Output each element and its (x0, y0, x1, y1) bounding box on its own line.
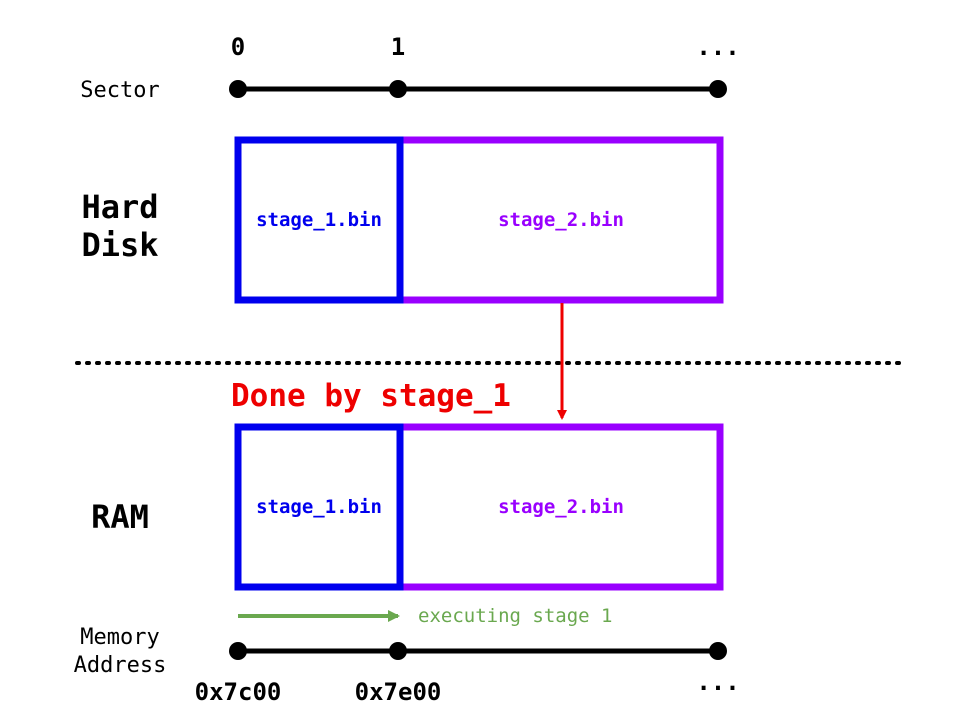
memory-axis-point-1 (389, 642, 407, 660)
hard-disk-label-line2: Disk (81, 226, 158, 264)
sector-axis-point-1 (389, 80, 407, 98)
memory-axis-label-line2: Address (74, 653, 167, 678)
memory-axis-point-0 (229, 642, 247, 660)
disk-stage1-block (234, 136, 404, 304)
memory-axis-label-line1: Memory (80, 625, 159, 650)
sector-tick-1: 1 (391, 33, 405, 61)
disk-stage1-label: stage_1.bin (256, 209, 382, 231)
memory-tick-0x7e00: 0x7e00 (355, 678, 442, 706)
ram-stage2-label: stage_2.bin (498, 496, 624, 518)
sector-tick-0: 0 (231, 33, 245, 61)
ram-stage1-block (234, 423, 404, 591)
memory-tick-ellipsis: ... (696, 668, 739, 696)
copy-annotation: Done by stage_1 (231, 378, 511, 414)
sector-tick-ellipsis: ... (696, 33, 739, 61)
sector-axis-label: Sector (80, 78, 159, 103)
memory-axis-point-end (709, 642, 727, 660)
execution-note: executing stage 1 (418, 605, 612, 627)
hard-disk-label-line1: Hard (81, 188, 158, 226)
ram-stage1-label: stage_1.bin (256, 496, 382, 518)
ram-label: RAM (91, 498, 149, 536)
memory-tick-0x7c00: 0x7c00 (195, 678, 282, 706)
sector-axis-point-0 (229, 80, 247, 98)
disk-stage2-label: stage_2.bin (498, 209, 624, 231)
sector-axis-point-end (709, 80, 727, 98)
